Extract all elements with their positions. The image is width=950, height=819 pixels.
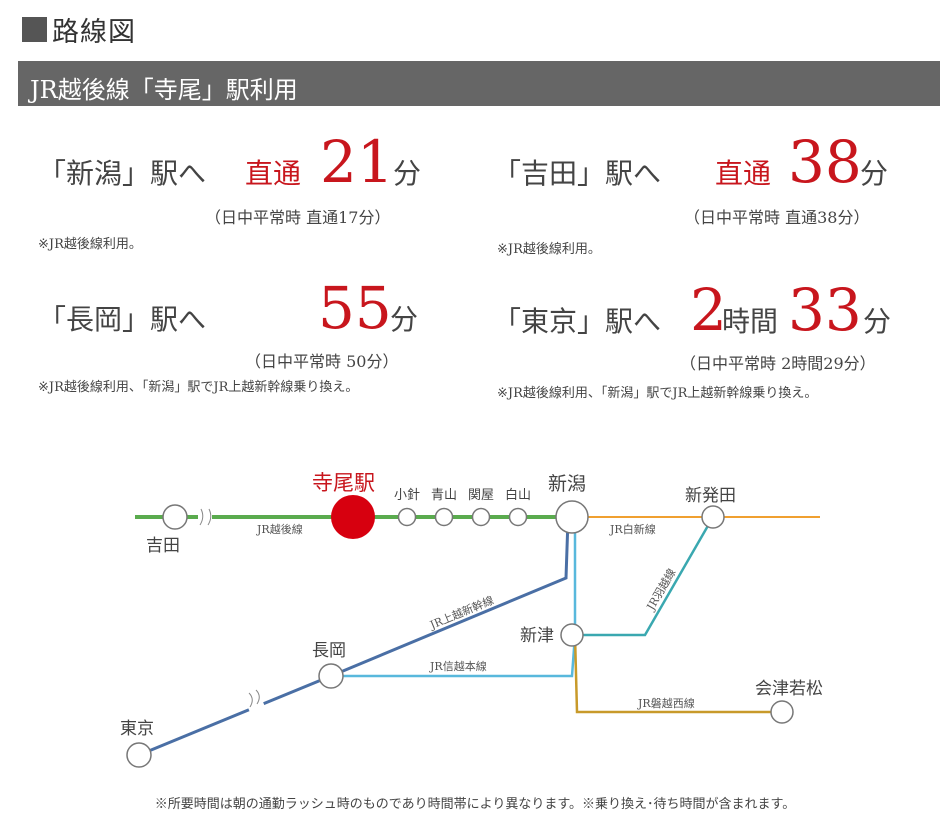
station-hakusan	[508, 507, 528, 527]
banner-bar	[18, 61, 940, 106]
label-line-echigo: JR越後線	[256, 522, 303, 536]
station-aoyama	[434, 507, 454, 527]
station-aizuwakamatsu	[770, 700, 794, 724]
route-note: ※JR越後線利用、「新潟」駅でJR上越新幹線乗り換え。	[497, 386, 818, 401]
dest-label: 「吉田」駅へ	[493, 157, 662, 190]
label-aizuwakamatsu: 会津若松	[755, 679, 823, 699]
minutes-value: 38	[788, 128, 862, 196]
label-aoyama: 青山	[431, 488, 457, 503]
line-break-mark	[198, 508, 212, 526]
label-line-shinetsu: JR信越本線	[429, 659, 487, 673]
direct-label: 直通	[715, 157, 772, 190]
label-yoshida: 吉田	[146, 536, 180, 556]
station-yoshida	[162, 504, 188, 530]
station-kobari	[397, 507, 417, 527]
title-square-icon	[22, 17, 47, 42]
station-nagaoka	[318, 663, 344, 689]
route-note: ※JR越後線利用。	[38, 237, 142, 252]
line-joetsu-shinkansen	[138, 518, 570, 757]
offpeak-time: （日中平常時 直通17分）	[205, 208, 391, 227]
label-kobari: 小針	[394, 488, 420, 503]
footnote: ※所要時間は朝の通勤ラッシュ時のものであり時間帯により異なります。※乗り換え･待…	[154, 797, 796, 812]
label-hakusan: 白山	[505, 487, 531, 503]
minutes-unit: 分	[390, 303, 419, 336]
label-sekiya: 関屋	[468, 488, 494, 503]
minutes-value: 33	[788, 276, 862, 344]
line-banetsu-west	[573, 634, 782, 714]
line-break-mark	[242, 687, 266, 715]
minutes-unit: 分	[863, 305, 892, 338]
direct-label: 直通	[245, 157, 302, 190]
label-terao: 寺尾駅	[312, 471, 375, 495]
line-shinetsu	[331, 517, 577, 678]
route-note: ※JR越後線利用、「新潟」駅でJR上越新幹線乗り換え。	[38, 380, 359, 395]
station-niitsu	[560, 623, 584, 647]
station-shibata	[701, 505, 725, 529]
page-title: 路線図	[52, 17, 136, 48]
dest-label: 「新潟」駅へ	[38, 157, 207, 190]
label-nagaoka: 長岡	[312, 641, 346, 661]
offpeak-time: （日中平常時 2時間29分）	[680, 354, 876, 373]
dest-label: 「東京」駅へ	[493, 305, 662, 338]
label-tokyo: 東京	[120, 719, 154, 739]
dest-label: 「長岡」駅へ	[38, 303, 207, 336]
hours-unit: 時間	[722, 305, 779, 338]
offpeak-time: （日中平常時 直通38分）	[684, 208, 870, 227]
label-shibata: 新発田	[685, 486, 736, 506]
minutes-unit: 分	[393, 157, 422, 190]
minutes-value: 55	[318, 274, 392, 342]
station-tokyo	[126, 742, 152, 768]
offpeak-time: （日中平常時 50分）	[245, 352, 399, 371]
line-uetsu	[575, 516, 715, 637]
station-niigata	[555, 500, 589, 534]
label-line-hakushin: JR白新線	[609, 522, 656, 536]
station-terao-marker	[331, 495, 375, 539]
station-sekiya	[471, 507, 491, 527]
label-niitsu: 新津	[520, 626, 554, 646]
minutes-unit: 分	[860, 157, 889, 190]
label-line-banetsu-west: JR磐越西線	[637, 696, 695, 710]
route-note: ※JR越後線利用。	[497, 242, 601, 257]
banner-title: JR越後線「寺尾」駅利用	[30, 76, 298, 104]
minutes-value: 21	[320, 128, 394, 196]
label-niigata: 新潟	[548, 473, 586, 495]
hours-value: 2	[690, 276, 727, 344]
